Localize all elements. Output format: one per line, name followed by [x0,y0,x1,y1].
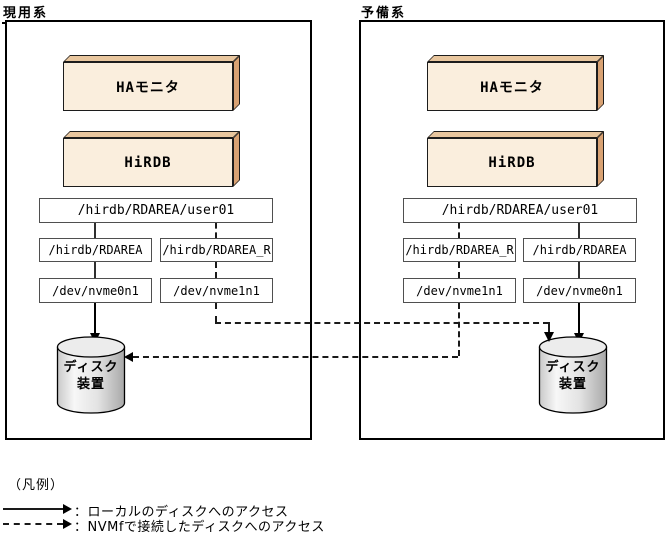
nvmf-path-active-to-standby-horizontal [215,322,549,324]
local-rdarea-box-active: /hirdb/RDAREA [39,238,152,262]
connector-file-to-local-area [578,223,580,238]
box-side-face [597,55,604,111]
box-side-face [233,55,240,111]
ha-monitor-label-active: HAモニタ [63,62,233,111]
hirdb-box-active: HiRDB [63,131,241,188]
local-rdarea-box-standby: /hirdb/RDAREA [523,238,636,262]
disk-cylinder-standby [538,336,608,414]
hirdb-label-standby: HiRDB [427,138,597,187]
box-side-face [233,131,240,187]
local-access-line-standby [578,303,580,334]
nvmf-path-active-to-standby-vertical [215,303,217,322]
legend-solid-arrowhead [63,504,72,514]
connector-file-to-remote-area [458,223,460,238]
legend-dashed-label: ：NVMfで接続したディスクへのアクセス [74,520,325,535]
hirdb-label-active: HiRDB [63,138,233,187]
legend-solid-line [3,508,63,510]
ha-monitor-box-standby: HAモニタ [427,55,605,112]
box-top-face [63,131,240,138]
box-side-face [597,131,604,187]
legend-title: （凡例） [8,478,65,493]
disk-label-active: ディスク 装置 [63,360,119,392]
nvmf-path-standby-to-active-horizontal [133,356,458,358]
connector-remote-area-to-device [458,262,460,278]
rdarea-file-box-active: /hirdb/RDAREA/user01 [39,198,273,223]
local-device-box-active: /dev/nvme0n1 [39,278,152,303]
disk-cylinder-active [56,336,126,414]
box-top-face [63,55,240,62]
connector-local-area-to-device [94,262,96,278]
local-access-line-active [94,303,96,334]
nvmf-arrowhead-into-active-disk [124,352,133,362]
legend-dashed-line [3,523,63,525]
box-top-face [427,55,604,62]
remote-device-box-standby: /dev/nvme1n1 [403,278,516,303]
remote-rdarea-box-standby: /hirdb/RDAREA_R [403,238,516,262]
connector-local-area-to-device [578,262,580,278]
rdarea-file-box-standby: /hirdb/RDAREA/user01 [403,198,637,223]
ha-monitor-box-active: HAモニタ [63,55,241,112]
box-top-face [427,131,604,138]
nvmf-arrowhead-into-standby-disk [544,332,554,342]
ha-monitor-label-standby: HAモニタ [427,62,597,111]
disk-label-standby: ディスク 装置 [545,360,601,392]
nvmf-path-active-to-standby-drop [548,322,550,333]
connector-file-to-remote-area [215,223,217,238]
legend-dashed-arrowhead [63,519,72,529]
local-device-box-standby: /dev/nvme0n1 [523,278,636,303]
legend-solid-label: ：ローカルのディスクへのアクセス [74,505,289,520]
connector-remote-area-to-device [215,262,217,278]
remote-rdarea-box-active: /hirdb/RDAREA_R [160,238,273,262]
nvmf-path-standby-to-active-vertical [458,303,460,356]
remote-device-box-active: /dev/nvme1n1 [160,278,273,303]
hirdb-box-standby: HiRDB [427,131,605,188]
connector-file-to-local-area [94,223,96,238]
